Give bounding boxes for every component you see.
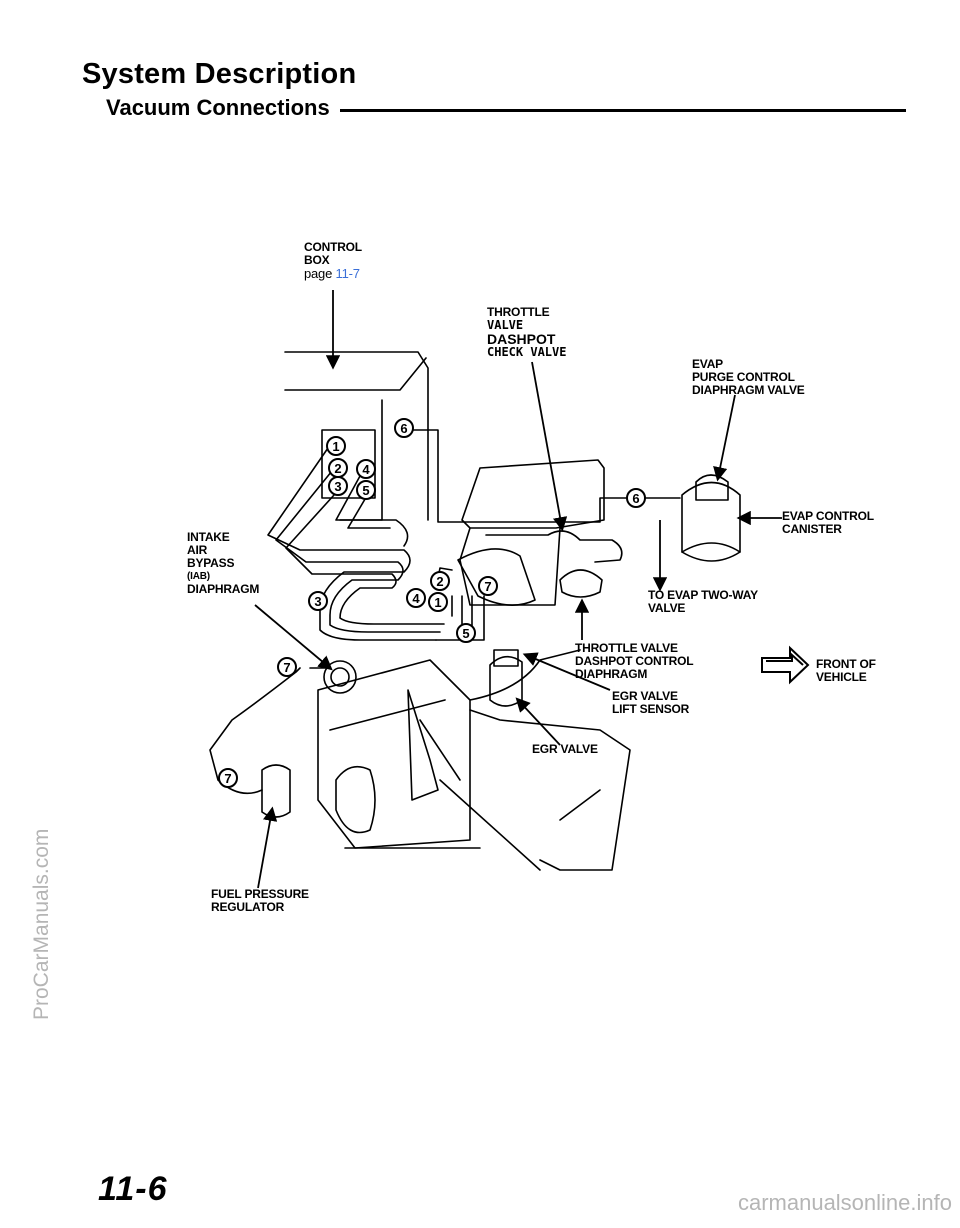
page-title: System Description <box>82 58 357 90</box>
iab-diaphragm-label: INTAKE AIR BYPASS (IAB) DIAPHRAGM <box>187 530 260 596</box>
hose-badge-2: 2 <box>328 458 348 478</box>
hose-badge-2-lower: 2 <box>430 571 450 591</box>
egr-valve-label: EGR VALVE <box>532 742 598 756</box>
check-valve-arrow <box>531 361 568 532</box>
evap-two-way-label: TO EVAP TWO-WAY VALVE <box>648 588 758 615</box>
dashpot-diaphragm <box>559 569 603 598</box>
control-box-top <box>284 351 429 521</box>
hose-bundle-a <box>267 447 437 641</box>
iab-diaphragm-shape <box>323 660 357 694</box>
hose-badge-4-lower: 4 <box>406 588 426 608</box>
plenum-body <box>461 459 605 529</box>
page-reference: page 11-7 <box>304 266 360 281</box>
svg-text:5: 5 <box>362 483 369 498</box>
engine-block <box>317 659 471 849</box>
subtitle-rule <box>340 109 906 112</box>
svg-text:4: 4 <box>362 462 370 477</box>
svg-text:6: 6 <box>400 421 407 436</box>
fuel-regulator-shape <box>261 764 291 818</box>
svg-text:2: 2 <box>436 574 443 589</box>
svg-text:1: 1 <box>332 439 339 454</box>
svg-text:7: 7 <box>283 660 290 675</box>
svg-text:3: 3 <box>314 594 321 609</box>
bottom-watermark: carmanualsonline.info <box>737 1190 952 1215</box>
iab-arrow <box>254 604 333 671</box>
purge-valve-arrow <box>713 394 736 482</box>
egr-arrow <box>515 697 561 746</box>
svg-text:3: 3 <box>334 479 341 494</box>
evap-canister-label: EVAP CONTROL CANISTER <box>782 509 874 536</box>
fuel-regulator-label: FUEL PRESSURE REGULATOR <box>211 887 309 914</box>
throttle-dashpot-label: THROTTLE VALVE DASHPOT CHECK VALVE <box>487 305 567 359</box>
svg-text:1: 1 <box>434 595 441 610</box>
hose-badge-1-lower: 1 <box>428 592 448 612</box>
evap-purge-label: EVAP PURGE CONTROL DIAPHRAGM VALVE <box>692 357 805 397</box>
svg-text:7: 7 <box>224 771 231 786</box>
throttle-body <box>457 548 536 606</box>
hose-badge-5-lower: 5 <box>456 623 476 643</box>
svg-text:2: 2 <box>334 461 341 476</box>
hose-7 <box>209 667 301 795</box>
tv-dashpot-diaphragm-label: THROTTLE VALVE DASHPOT CONTROL DIAPHRAGM <box>575 641 694 681</box>
hose-badge-7-lower: 7 <box>478 576 498 596</box>
lift-sensor-arrow <box>522 652 611 691</box>
hose-badge-5: 5 <box>356 480 376 500</box>
front-arrow-icon <box>761 645 810 685</box>
svg-text:7: 7 <box>484 579 491 594</box>
side-watermark: ProCarManuals.com <box>30 828 53 1020</box>
front-of-vehicle-label: FRONT OF VEHICLE <box>816 657 876 684</box>
svg-text:6: 6 <box>632 491 639 506</box>
hose-badge-7-mid: 7 <box>277 657 297 677</box>
page-number: 11-6 <box>98 1170 168 1208</box>
evap-canister <box>681 481 741 562</box>
hose-badge-4: 4 <box>356 459 376 479</box>
egr-lift-sensor-label: EGR VALVE LIFT SENSOR <box>612 689 690 716</box>
purge-valve <box>695 474 729 501</box>
hose-badge-6-top: 6 <box>394 418 414 438</box>
hose-badge-3-lower: 3 <box>308 591 328 611</box>
section-subtitle: Vacuum Connections <box>106 95 330 120</box>
hose-badge-3: 3 <box>328 476 348 496</box>
page-link[interactable]: 11-7 <box>335 266 360 281</box>
hose-badge-7-bottom: 7 <box>218 768 238 788</box>
svg-text:5: 5 <box>462 626 469 641</box>
hose-6 <box>411 429 681 523</box>
control-box-label: CONTROL BOX page 11-7 <box>304 240 362 281</box>
hose-badge-6-right: 6 <box>626 488 646 508</box>
fuel-reg-arrow <box>257 806 278 889</box>
svg-text:4: 4 <box>412 591 420 606</box>
control-box-ports <box>321 429 376 499</box>
hose-badge-1: 1 <box>326 436 346 456</box>
